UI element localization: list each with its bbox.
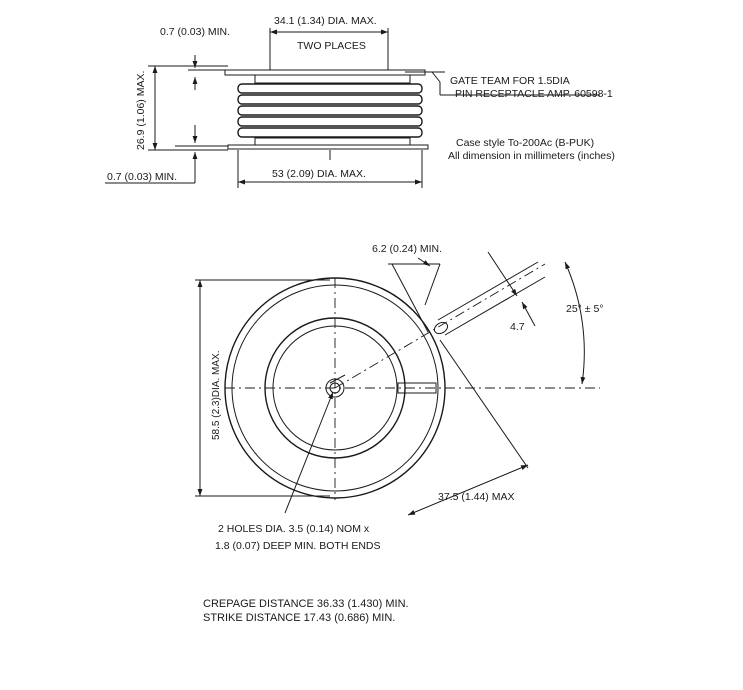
top-diameter-label: 34.1 (1.34) DIA. MAX. [274,15,377,27]
side-view: 34.1 (1.34) DIA. MAX. TWO PLACES 0.7 (0.… [105,15,615,188]
lead-length-label: 37.5 (1.44) MAX [438,491,514,503]
height-label: 26.9 (1.06) MAX. [135,71,147,150]
holes-note-line2: 1.8 (0.07) DEEP MIN. BOTH ENDS [215,540,381,552]
case-style-line2: All dimension in millimeters (inches) [448,150,615,162]
case-style-line1: Case style To-200Ac (B-PUK) [456,137,594,149]
bottom-contact-plate [227,144,429,150]
gate-note-line1: GATE TEAM FOR 1.5DIA [450,75,570,87]
bottom-diameter-label: 53 (2.09) DIA. MAX. [272,168,366,180]
gate-receptacle [397,382,437,394]
top-contact-plate [224,69,426,76]
top-thickness-label: 0.7 (0.03) MIN. [160,26,230,38]
bottom-thickness-label: 0.7 (0.03) MIN. [107,171,177,183]
gate-lead [433,261,546,336]
ceramic-housing-fins [237,83,423,138]
strike-distance: STRIKE DISTANCE 17.43 (0.686) MIN. [203,612,395,624]
distance-notes: CREPAGE DISTANCE 36.33 (1.430) MIN. STRI… [203,598,409,624]
creepage-distance: CREPAGE DISTANCE 36.33 (1.430) MIN. [203,598,409,610]
holes-note-line1: 2 HOLES DIA. 3.5 (0.14) NOM x [218,523,370,535]
angle-label: 25° ± 5° [566,303,604,315]
gate-note-line2: PIN RECEPTACLE AMP. 60598-1 [455,88,613,100]
top-view: 6.2 (0.24) MIN. 4.7 25° ± 5° 58.5 (2.3)D… [195,243,604,552]
top-cap [254,74,411,84]
lead-width-label: 4.7 [510,321,525,333]
bottom-cap [254,137,411,146]
lead-offset-label: 6.2 (0.24) MIN. [372,243,442,255]
outer-diameter-label: 58.5 (2.3)DIA. MAX. [211,351,222,440]
two-places-label: TWO PLACES [297,40,366,52]
